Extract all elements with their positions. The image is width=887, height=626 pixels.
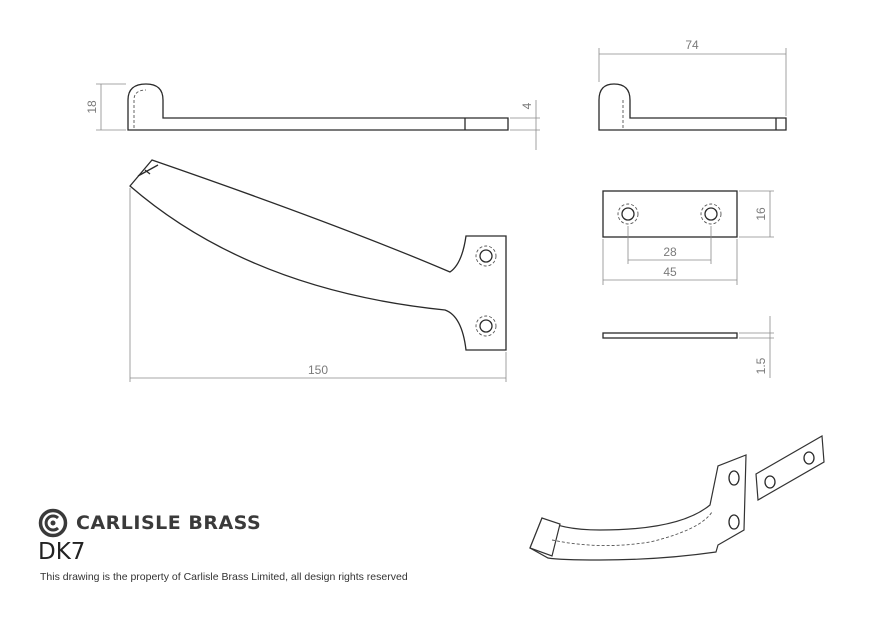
keep-side-view: 74 — [598, 38, 787, 131]
dim-keep-length: 74 — [685, 38, 699, 52]
dim-plate-height: 16 — [754, 207, 768, 221]
fixing-hole-lower — [475, 315, 497, 337]
dim-plate-thickness: 1.5 — [754, 357, 768, 374]
keep-plate-view: 16 28 45 — [602, 190, 774, 285]
plan-view: 150 — [129, 159, 507, 382]
brand-block: CARLISLE BRASS — [38, 508, 261, 538]
product-code: DK7 — [38, 539, 86, 565]
fixing-hole-upper — [475, 245, 497, 267]
isometric-view — [529, 435, 825, 561]
carlisle-brass-logo-icon — [38, 508, 68, 538]
dim-side-height: 18 — [85, 100, 99, 114]
side-view: 18 4 — [85, 83, 540, 150]
keep-plate-edge-view: 1.5 — [602, 316, 774, 378]
dim-overall-length: 150 — [308, 363, 328, 377]
dim-thickness: 4 — [520, 102, 534, 109]
brand-name: CARLISLE BRASS — [76, 512, 262, 534]
dim-hole-centres: 28 — [663, 245, 677, 259]
copyright-notice: This drawing is the property of Carlisle… — [40, 571, 408, 583]
dim-plate-width: 45 — [663, 265, 677, 279]
